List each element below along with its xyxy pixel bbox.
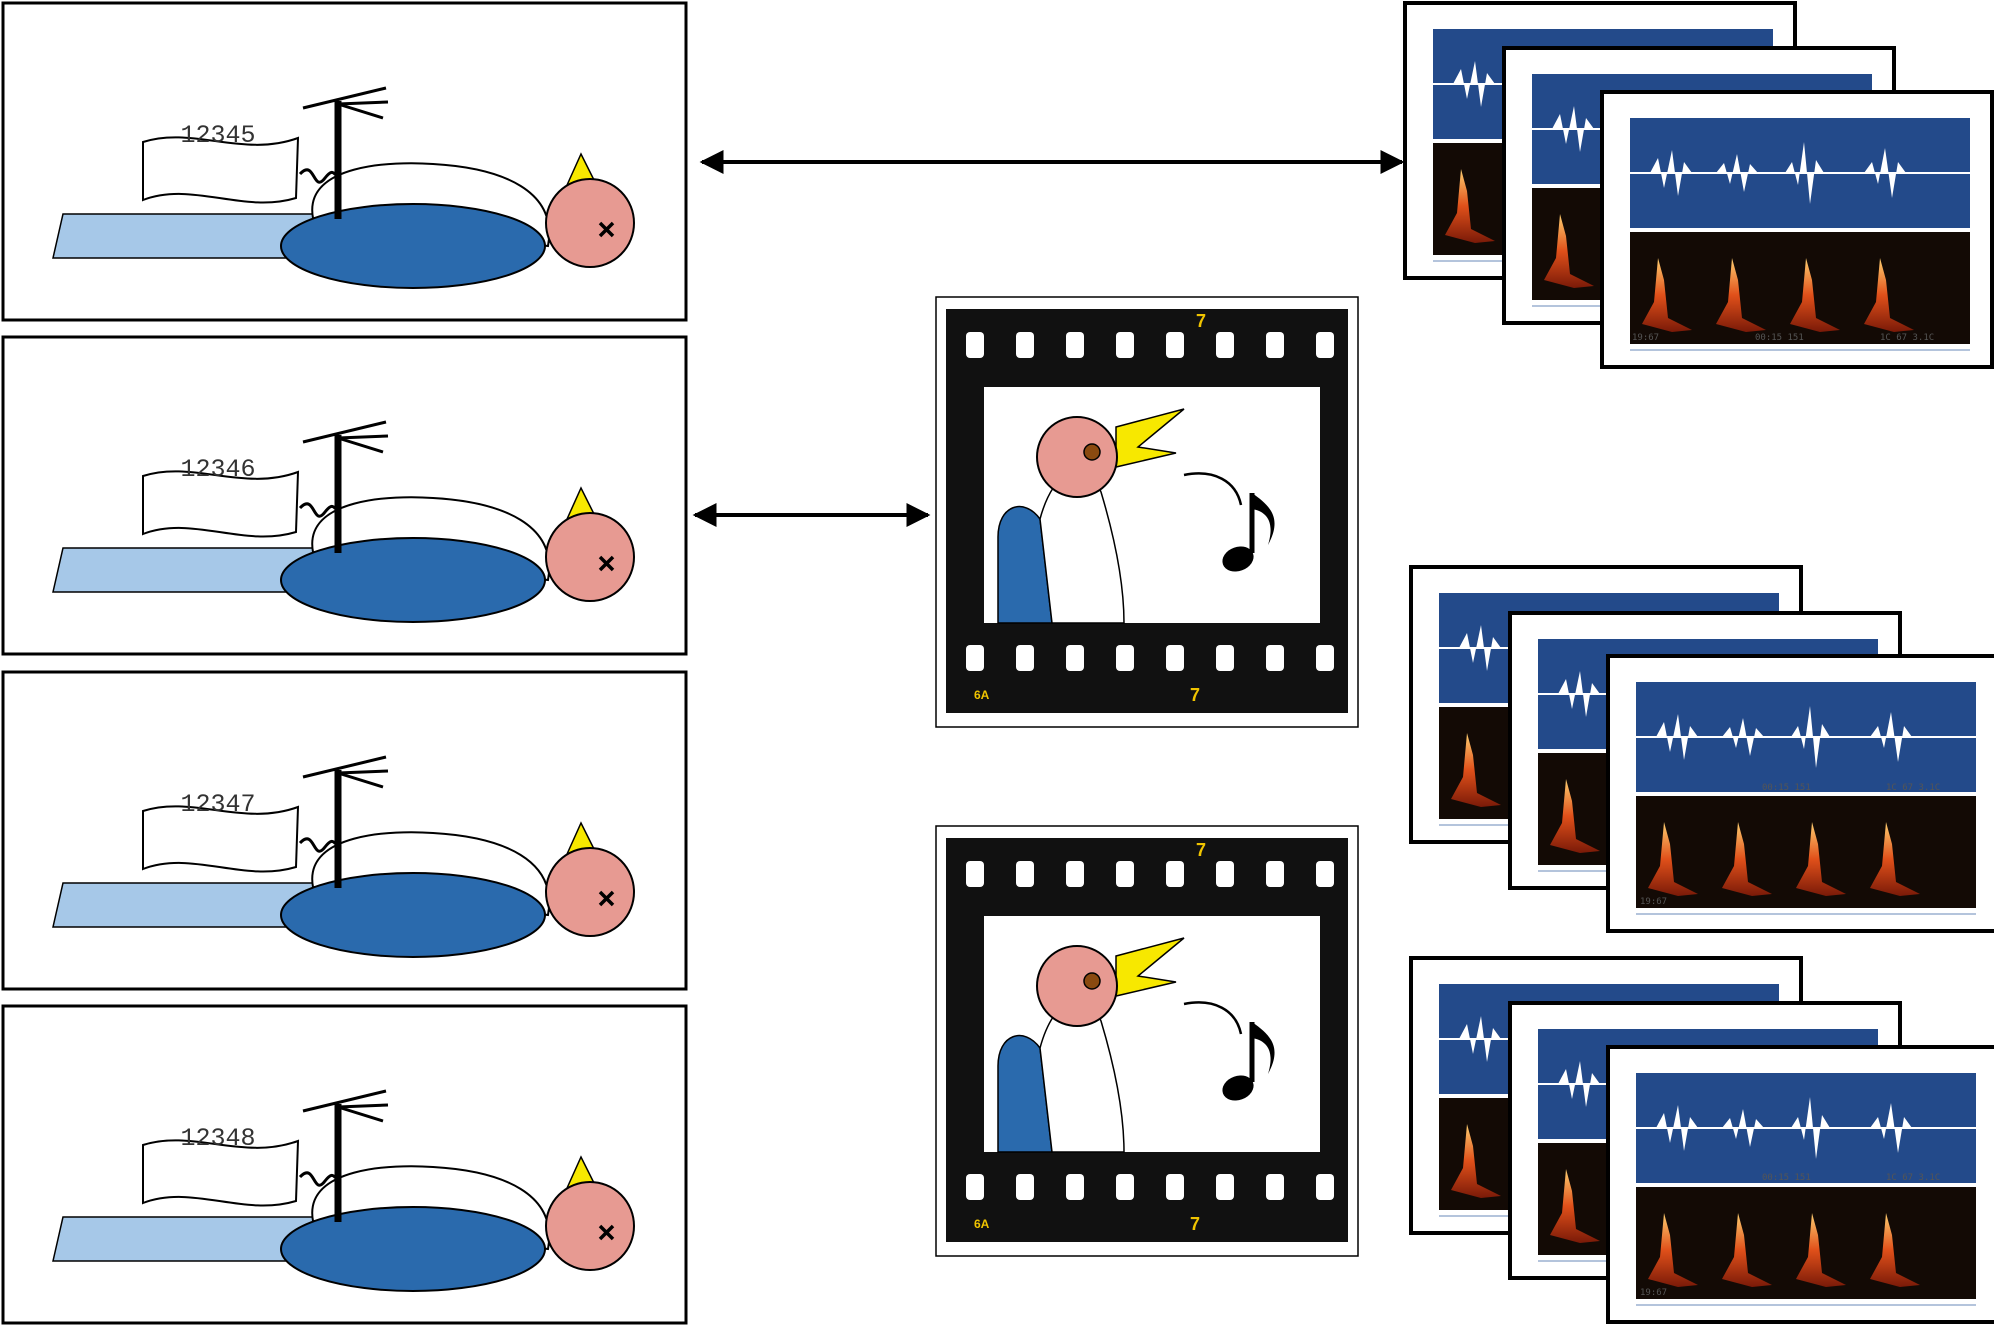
tick-label: 1C 67 3.1C — [1886, 1173, 1940, 1183]
spectrogram-stack-2: 00:15 151 1C 67 3.1C 19:67 — [1409, 565, 1994, 933]
tagged-bird-panel-3: 12347 — [1, 670, 688, 991]
frame-code: 6A — [974, 1217, 990, 1231]
tick-label: 00:15 151 — [1755, 333, 1804, 343]
video-frame-2: 7 7 6A — [936, 826, 1358, 1256]
spectrogram-stack-1: 00:15 151 1C 67 3.1C 19:67 — [1403, 1, 1994, 369]
time-label: 19:67 — [1632, 333, 1659, 343]
tick-label: 00:15 151 — [1762, 783, 1811, 793]
frame-number: 7 — [1196, 840, 1206, 860]
video-frame-1: 7 7 6A — [936, 297, 1358, 727]
tag-id-label: 12348 — [180, 1124, 255, 1153]
tag-id-label: 12346 — [180, 455, 255, 484]
tag-id-label: 12345 — [180, 121, 255, 150]
tick-label: 1C 67 3.1C — [1880, 333, 1934, 343]
tagged-bird-panel-1: 12345 — [1, 1, 688, 322]
spectrogram-stack-3: 00:15 151 1C 67 3.1C 19:67 — [1409, 956, 1994, 1324]
frame-number: 7 — [1196, 311, 1206, 331]
frame-number-bottom: 7 — [1190, 1214, 1200, 1234]
frame-code: 6A — [974, 688, 990, 702]
tick-label: 1C 67 3.1C — [1886, 783, 1940, 793]
frame-number-bottom: 7 — [1190, 685, 1200, 705]
tick-label: 00:15 151 — [1762, 1173, 1811, 1183]
tagged-bird-panel-2: 12346 — [1, 335, 688, 656]
tagged-bird-panel-4: 12348 — [1, 1004, 688, 1325]
time-label: 19:67 — [1640, 1288, 1667, 1298]
tag-id-label: 12347 — [180, 790, 255, 819]
time-label: 19:67 — [1640, 897, 1667, 907]
